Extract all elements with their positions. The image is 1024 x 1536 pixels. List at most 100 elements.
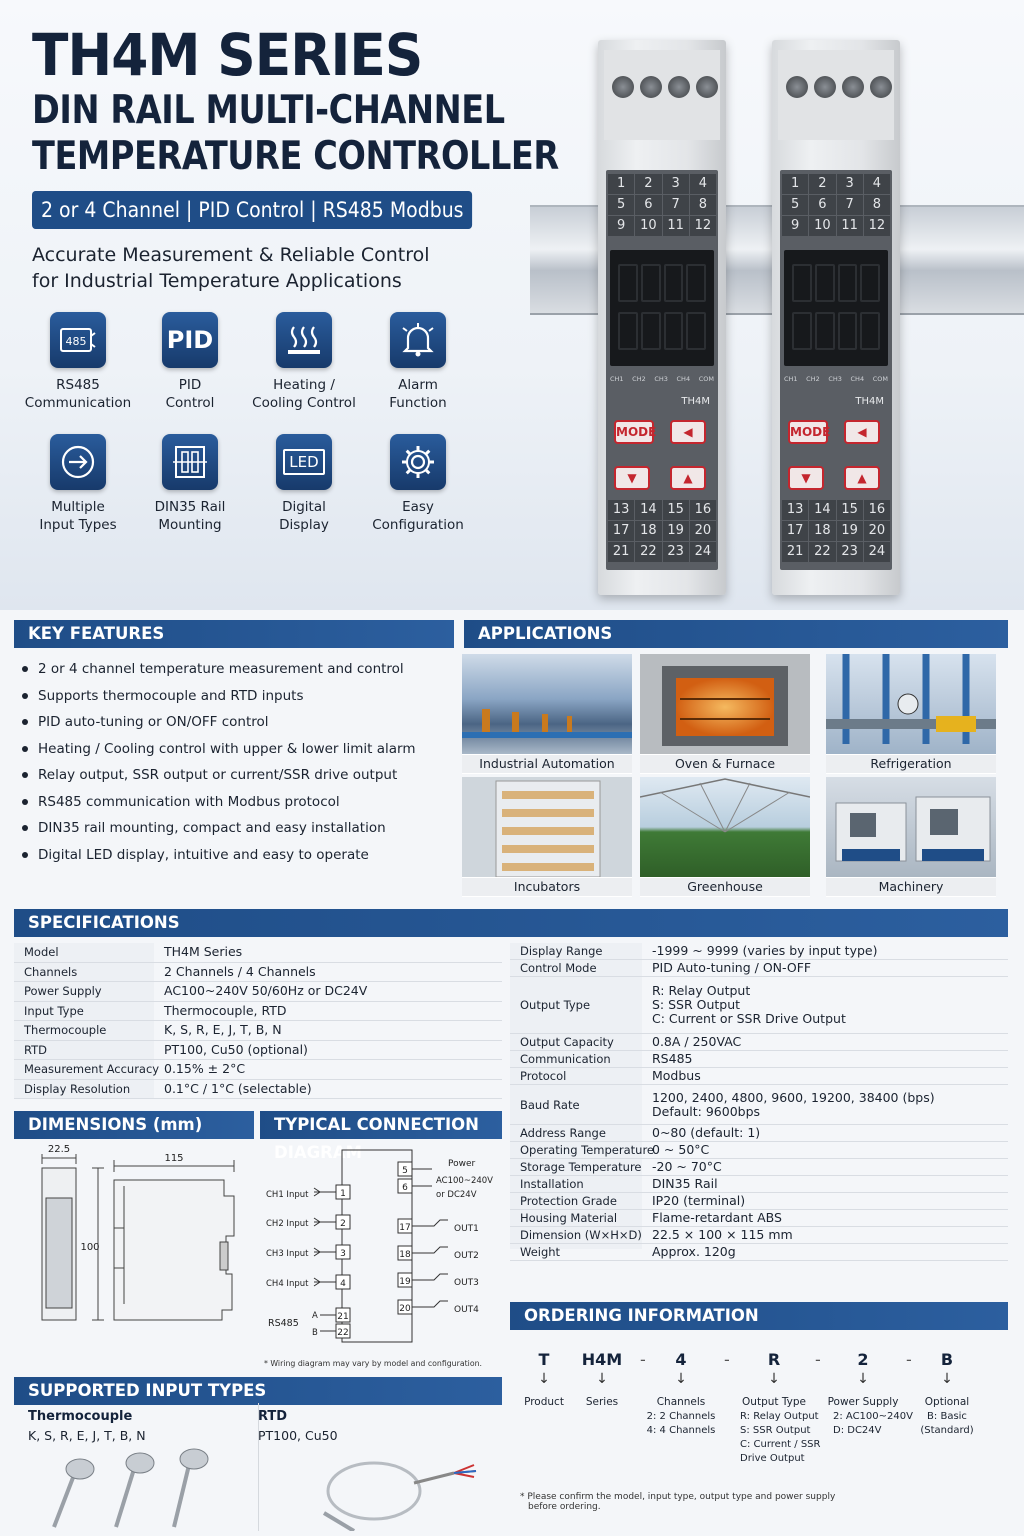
feature-label: Easy Configuration bbox=[372, 499, 464, 533]
factory-image bbox=[462, 654, 632, 754]
terminal-number: 23 bbox=[662, 542, 689, 562]
app-caption: Oven & Furnace bbox=[640, 755, 810, 773]
dimensions-drawing: 22.5 115 100 bbox=[14, 1138, 254, 1370]
terminal-number: 16 bbox=[689, 500, 716, 520]
terminal-number: 21 bbox=[608, 542, 635, 562]
svg-text:100: 100 bbox=[80, 1242, 99, 1253]
channel-label: CH4 bbox=[850, 375, 865, 383]
svg-text:19: 19 bbox=[399, 1277, 411, 1287]
feature-label: RS485 Communication bbox=[24, 377, 132, 411]
svg-text:2: 2 bbox=[340, 1219, 346, 1229]
spec-value: IP20 (terminal) bbox=[652, 1193, 746, 1208]
down-arrow-button[interactable]: ▼ bbox=[614, 466, 650, 490]
feature-din-rail: DIN35 Rail Mounting bbox=[134, 434, 246, 534]
svg-text:6: 6 bbox=[402, 1183, 408, 1193]
spec-key: Display Range bbox=[520, 944, 603, 958]
page-title: TH4M SERIES bbox=[32, 21, 423, 89]
svg-text:A: A bbox=[312, 1311, 318, 1321]
spec-row: Measurement Accuracy 0.15% ± 2°C bbox=[14, 1060, 502, 1080]
spec-value: TH4M Series bbox=[164, 944, 243, 960]
spec-row: Operating Temperature 0 ~ 50°C bbox=[510, 1142, 1008, 1159]
terminal-number: 3 bbox=[662, 174, 689, 194]
list-item: Digital LED display, intuitive and easy … bbox=[20, 842, 450, 869]
down-arrow-button[interactable]: ▼ bbox=[788, 466, 824, 490]
svg-text:20: 20 bbox=[399, 1304, 411, 1314]
desc-line-1: Accurate Measurement & Reliable Control bbox=[32, 244, 430, 266]
feature-config: Easy Configuration bbox=[362, 434, 474, 534]
subtitle-line-2: TEMPERATURE CONTROLLER bbox=[32, 134, 559, 179]
spec-key: Protocol bbox=[520, 1069, 567, 1083]
feature-alarm: Alarm Function bbox=[362, 312, 474, 412]
spec-row: Display Resolution 0.1°C / 1°C (selectab… bbox=[14, 1080, 502, 1099]
greenhouse-image bbox=[639, 777, 811, 877]
terminal-number: 4 bbox=[689, 174, 716, 194]
spec-key: Control Mode bbox=[520, 961, 597, 975]
up-arrow-button[interactable]: ▲ bbox=[844, 466, 880, 490]
screw-icon bbox=[668, 76, 690, 98]
spec-value: Flame-retardant ABS bbox=[652, 1210, 782, 1225]
left-arrow-button[interactable]: ◀ bbox=[844, 420, 880, 444]
spec-row: Output Type R: Relay Output S: SSR Outpu… bbox=[510, 977, 1008, 1034]
specifications-header: SPECIFICATIONS bbox=[14, 909, 1008, 937]
mode-button[interactable]: MODE bbox=[788, 420, 830, 444]
svg-text:Power: Power bbox=[448, 1159, 476, 1169]
app-refrigeration: Refrigeration bbox=[826, 654, 996, 774]
spec-row: Display Range -1999 ~ 9999 (varies by in… bbox=[510, 943, 1008, 960]
svg-text:OUT3: OUT3 bbox=[454, 1278, 479, 1288]
channel-label: CH4 bbox=[676, 375, 691, 383]
screw-icon bbox=[814, 76, 836, 98]
order-col-series: H4M↓ Series bbox=[581, 1350, 623, 1408]
mode-button[interactable]: MODE bbox=[614, 420, 656, 444]
spec-key-column bbox=[14, 943, 154, 1099]
din-rail-icon bbox=[162, 434, 218, 490]
svg-text:1: 1 bbox=[340, 1189, 346, 1199]
spec-row: Protection Grade IP20 (terminal) bbox=[510, 1193, 1008, 1210]
list-item: RS485 communication with Modbus protocol bbox=[20, 789, 450, 816]
spec-key: Input Type bbox=[24, 1003, 84, 1018]
list-item: Heating / Cooling control with upper & l… bbox=[20, 736, 450, 763]
spec-value: 1200, 2400, 4800, 9600, 19200, 38400 (bp… bbox=[652, 1089, 935, 1119]
terminal-number: 10 bbox=[635, 216, 662, 236]
separator: - bbox=[815, 1350, 821, 1369]
svg-text:22: 22 bbox=[337, 1328, 348, 1338]
terminal-number: 23 bbox=[836, 542, 863, 562]
applications-header: APPLICATIONS bbox=[464, 620, 1008, 648]
spec-key: Address Range bbox=[520, 1126, 606, 1140]
spec-value: -20 ~ 70°C bbox=[652, 1159, 722, 1174]
svg-text:OUT2: OUT2 bbox=[454, 1251, 479, 1261]
terminal-number: 12 bbox=[689, 216, 716, 236]
terminal-number: 24 bbox=[689, 542, 716, 562]
spec-key: Output Type bbox=[520, 998, 591, 1012]
spec-value: RS485 bbox=[652, 1051, 693, 1066]
spec-value: 0~80 (default: 1) bbox=[652, 1125, 761, 1140]
spec-value: 0.15% ± 2°C bbox=[164, 1061, 246, 1077]
up-arrow-button[interactable]: ▲ bbox=[670, 466, 706, 490]
feature-label: DIN35 Rail Mounting bbox=[154, 499, 226, 533]
spec-value: AC100~240V 50/60Hz or DC24V bbox=[164, 983, 368, 999]
input-icon bbox=[50, 434, 106, 490]
alarm-icon bbox=[390, 312, 446, 368]
terminal-number: 1 bbox=[608, 174, 635, 194]
spec-value: 0.1°C / 1°C (selectable) bbox=[164, 1080, 312, 1096]
svg-text:CH3 Input: CH3 Input bbox=[266, 1249, 309, 1259]
svg-text:CH1 Input: CH1 Input bbox=[266, 1190, 309, 1200]
left-arrow-button[interactable]: ◀ bbox=[670, 420, 706, 444]
key-features-list: 2 or 4 channel temperature measurement a… bbox=[20, 656, 450, 868]
app-incubators: Incubators bbox=[462, 777, 632, 897]
spec-key: Housing Material bbox=[520, 1211, 618, 1225]
terminal-number: 7 bbox=[662, 195, 689, 215]
terminal-number: 14 bbox=[635, 500, 662, 520]
spec-value: 2 Channels / 4 Channels bbox=[164, 963, 316, 979]
terminal-number: 10 bbox=[809, 216, 836, 236]
app-industrial-automation: Industrial Automation bbox=[462, 654, 632, 774]
terminal-number: 3 bbox=[836, 174, 863, 194]
spec-row: Weight Approx. 120g bbox=[510, 1244, 1008, 1261]
model-label: TH4M bbox=[681, 396, 710, 407]
spec-row: Model TH4M Series bbox=[14, 943, 502, 963]
terminal-number: 22 bbox=[809, 542, 836, 562]
